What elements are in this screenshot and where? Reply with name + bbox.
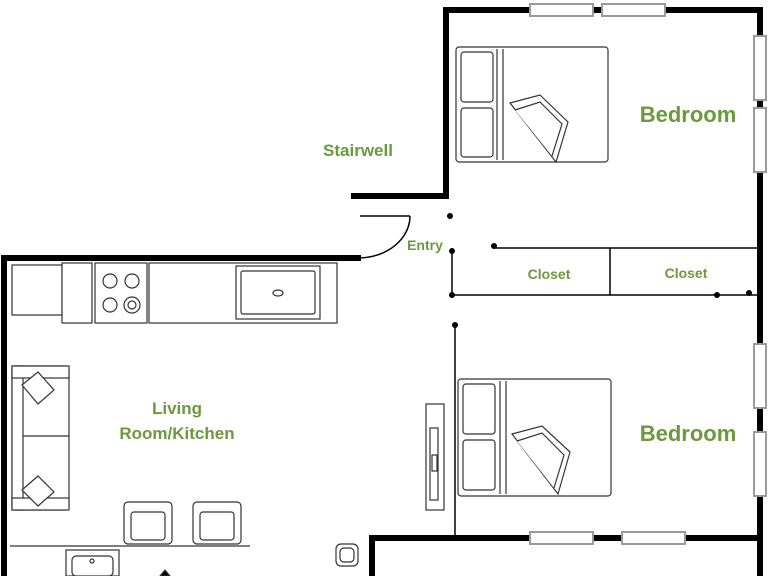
bed-top bbox=[455, 46, 609, 164]
window-top-2 bbox=[601, 3, 666, 17]
faucet bbox=[89, 558, 95, 564]
fridge bbox=[11, 264, 63, 316]
entry-label: Entry bbox=[407, 237, 443, 253]
sofa-back bbox=[11, 365, 24, 511]
window-right-4 bbox=[753, 431, 767, 497]
window-bottom-2 bbox=[621, 531, 686, 545]
pillow bbox=[460, 51, 494, 103]
windows bbox=[529, 3, 767, 545]
window-right-1 bbox=[753, 35, 767, 101]
cushion bbox=[21, 371, 55, 405]
arrow-mark bbox=[159, 569, 171, 576]
stairwell-label: Stairwell bbox=[323, 141, 393, 160]
stove bbox=[94, 262, 148, 324]
partitions bbox=[451, 247, 760, 538]
living-room-wall bbox=[1, 255, 361, 576]
marker bbox=[449, 292, 455, 298]
small-chair-seat bbox=[339, 547, 355, 563]
closet-left-label: Closet bbox=[528, 266, 571, 282]
sofa bbox=[11, 365, 70, 511]
marker bbox=[491, 243, 497, 249]
entry-door bbox=[357, 215, 411, 259]
marker bbox=[714, 292, 720, 298]
burner-inner bbox=[127, 300, 137, 310]
cushion bbox=[21, 475, 55, 507]
marker bbox=[447, 213, 453, 219]
living-label-line1: Living bbox=[152, 399, 202, 418]
desk-item bbox=[431, 454, 438, 472]
sink-drain bbox=[272, 289, 284, 297]
burner bbox=[124, 273, 140, 289]
chair-seat bbox=[130, 511, 166, 541]
marker bbox=[452, 322, 458, 328]
bed-bottom bbox=[457, 378, 612, 497]
pillow bbox=[460, 107, 494, 158]
window-top-1 bbox=[529, 3, 594, 17]
bedroom-bottom-label: Bedroom bbox=[640, 421, 737, 446]
bedroom-top-label: Bedroom bbox=[640, 102, 737, 127]
door-swing bbox=[357, 215, 411, 259]
window-right-3 bbox=[753, 343, 767, 409]
pillow bbox=[462, 439, 496, 491]
desk bbox=[425, 403, 445, 511]
burner bbox=[102, 273, 118, 289]
bathroom-sink-basin bbox=[71, 555, 114, 576]
window-right-2 bbox=[753, 107, 767, 173]
window-bottom-1 bbox=[529, 531, 594, 545]
blanket-fold bbox=[516, 432, 565, 489]
living-label-line2: Room/Kitchen bbox=[119, 424, 234, 443]
pillow bbox=[462, 383, 496, 435]
cabinet bbox=[61, 262, 93, 324]
marker bbox=[746, 290, 752, 296]
wall-markers bbox=[447, 213, 752, 328]
chair-seat bbox=[199, 511, 235, 541]
labels: Bedroom Bedroom Stairwell Entry Closet C… bbox=[119, 102, 736, 446]
chairs bbox=[10, 501, 359, 576]
kitchen bbox=[11, 262, 338, 324]
closet-right-label: Closet bbox=[665, 265, 708, 281]
blanket-fold bbox=[514, 101, 563, 157]
marker bbox=[449, 248, 455, 254]
burner bbox=[102, 297, 118, 313]
